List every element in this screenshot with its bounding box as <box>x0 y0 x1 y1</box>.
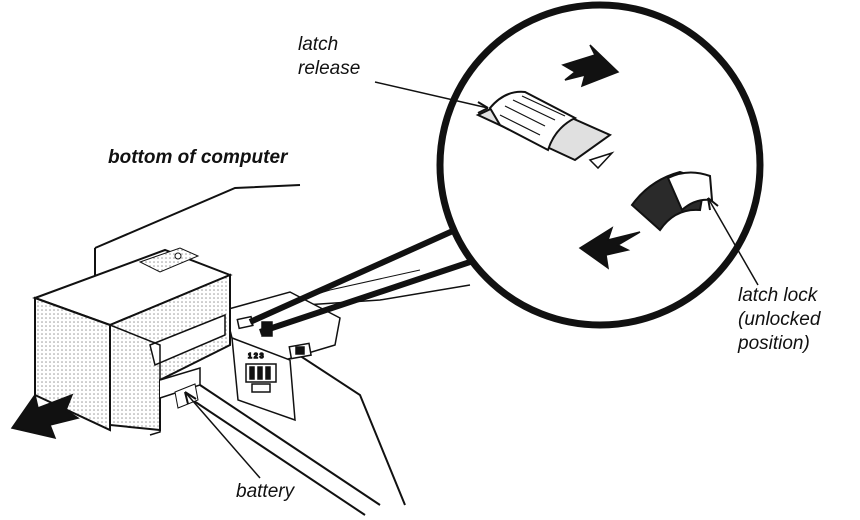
lightning-arrow-icon <box>12 395 78 438</box>
latch-release-label: latch release <box>298 33 360 81</box>
latch-lock-label: latch lock (unlocked position) <box>738 284 820 356</box>
latch-lock-label-line2: (unlocked <box>738 308 820 332</box>
latch-release-label-line1: latch <box>298 33 360 57</box>
bottom-of-computer-label: bottom of computer <box>108 146 287 170</box>
latch-lock-label-line1: latch lock <box>738 284 820 308</box>
latch-release-label-line2: release <box>298 57 360 81</box>
battery-label: battery <box>236 480 294 504</box>
latch-lock-label-line3: position) <box>738 332 820 356</box>
svg-text:1 2 3: 1 2 3 <box>248 353 264 360</box>
